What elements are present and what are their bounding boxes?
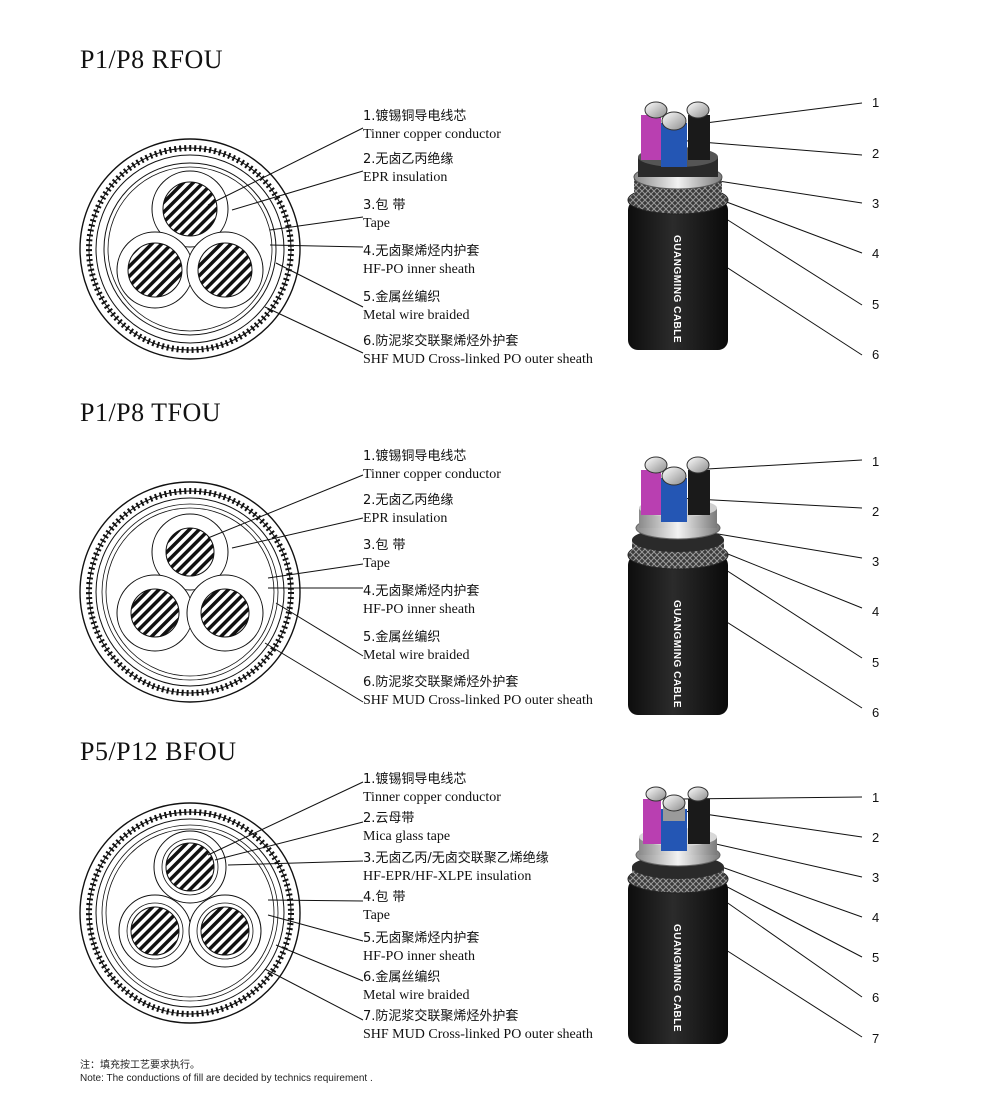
section-title: P5/P12 BFOU [80, 737, 237, 766]
cable-3d-drawing: GUANGMING CABLE [627, 786, 729, 1044]
section-title: P1/P8 RFOU [80, 45, 223, 74]
cable-brand-text: GUANGMING CABLE [671, 235, 682, 343]
callout-number: 1 [872, 95, 880, 110]
footnote: 注：填充按工艺要求执行。 Note: The conductions of fi… [80, 1059, 373, 1085]
callout-number: 3 [872, 870, 880, 885]
callout-number: 2 [872, 504, 880, 519]
cable-brand-text: GUANGMING CABLE [671, 924, 682, 1032]
section-rfou: P1/P8 RFOU [0, 45, 1000, 385]
callout-number: 5 [872, 655, 880, 670]
callout-number: 3 [872, 554, 880, 569]
callout-number: 2 [872, 146, 880, 161]
callout-number: 1 [872, 454, 880, 469]
callout-number: 4 [872, 910, 880, 925]
callout-number: 2 [872, 830, 880, 845]
footnote-en: Note: The conductions of fill are decide… [80, 1073, 373, 1084]
cross-section-diagram [79, 481, 301, 703]
callout-number: 4 [872, 246, 880, 261]
callout-number: 5 [872, 297, 880, 312]
callout-number: 4 [872, 604, 880, 619]
callout-number: 7 [872, 1031, 880, 1046]
cable-3d-drawing: GUANGMING CABLE [627, 101, 729, 350]
cable-3d-drawing: GUANGMING CABLE [627, 456, 729, 715]
section-bfou: P5/P12 BFOU [0, 737, 1000, 1057]
section-tfou: P1/P8 TFOU [0, 398, 1000, 738]
callout-number: 3 [872, 196, 880, 211]
callout-number: 6 [872, 990, 880, 1005]
footnote-zh: 注：填充按工艺要求执行。 [80, 1060, 200, 1071]
cable-brand-text: GUANGMING CABLE [671, 600, 682, 708]
callout-number: 6 [872, 705, 880, 720]
cross-section-diagram [79, 138, 301, 360]
callout-number: 5 [872, 950, 880, 965]
cross-section-diagram [79, 802, 301, 1024]
section-title: P1/P8 TFOU [80, 398, 222, 427]
callout-number: 6 [872, 347, 880, 362]
callout-number: 1 [872, 790, 880, 805]
